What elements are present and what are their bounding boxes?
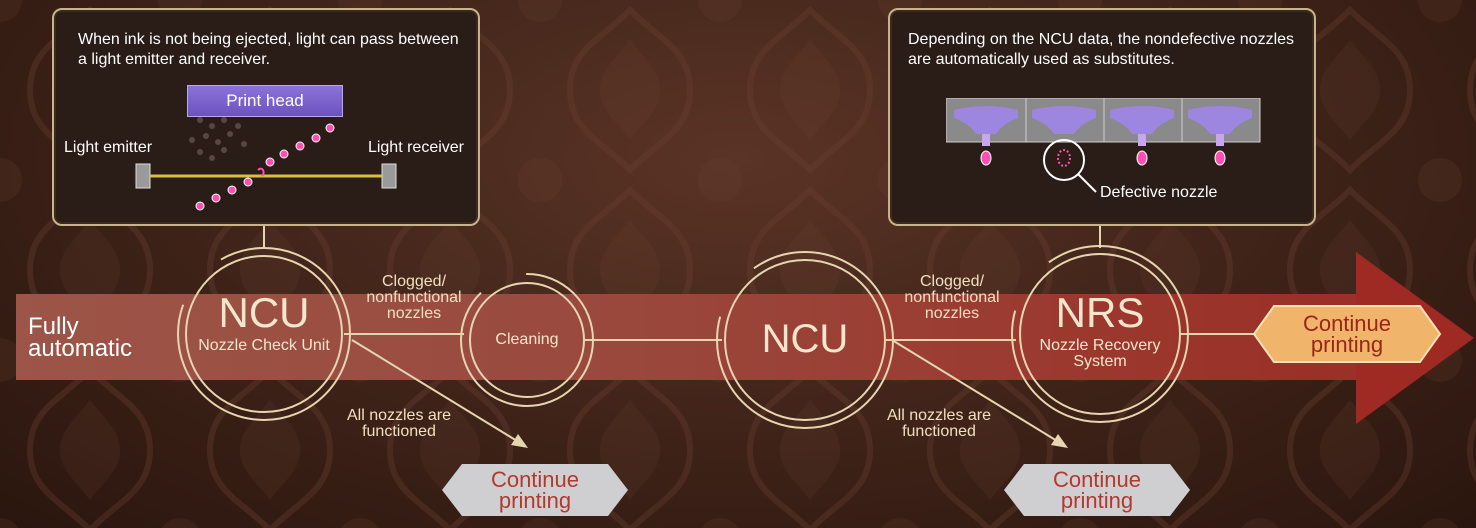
- print-head: Print head: [187, 85, 343, 117]
- clogged-label-2: Clogged/ nonfunctional nozzles: [904, 273, 1000, 322]
- cleaning-label: Cleaning: [495, 331, 559, 348]
- light-receiver-label: Light receiver: [367, 139, 464, 156]
- continue-printing-label-2: Continue printing: [1052, 467, 1142, 513]
- continue-hexagon-2: [1004, 464, 1190, 516]
- nrs-subtitle: Nozzle Recovery System: [1039, 337, 1161, 370]
- process-arrow-body: [16, 294, 1370, 380]
- continue-printing-label-1: Continue printing: [490, 467, 580, 513]
- defective-nozzle-label: Defective nozzle: [1100, 184, 1218, 201]
- functioned-label-1: All nozzles are functioned: [346, 407, 452, 440]
- fully-automatic-label: Fully automatic: [28, 313, 133, 362]
- nozzle-array-illustration: [946, 98, 1261, 193]
- continue-hexagon-1: [442, 464, 628, 516]
- light-emitter-label: Light emitter: [64, 139, 153, 156]
- ncu-explanation-panel: When ink is not being ejected, light can…: [52, 8, 480, 226]
- nrs-title: NRS: [1055, 289, 1145, 336]
- functioned-label-2: All nozzles are functioned: [886, 407, 992, 440]
- final-continue-hexagon: [1252, 305, 1442, 363]
- ncu-description: When ink is not being ejected, light can…: [78, 31, 459, 68]
- continue-printing-label-final: Continue printing: [1302, 311, 1392, 357]
- light-beam-illustration: [135, 117, 397, 211]
- clogged-label-1: Clogged/ nonfunctional nozzles: [366, 273, 462, 322]
- nrs-description: Depending on the NCU data, the nondefect…: [908, 31, 1295, 68]
- ncu-2-title: NCU: [761, 317, 849, 361]
- ncu-1-title: NCU: [218, 289, 310, 336]
- ncu-1-subtitle: Nozzle Check Unit: [198, 337, 330, 354]
